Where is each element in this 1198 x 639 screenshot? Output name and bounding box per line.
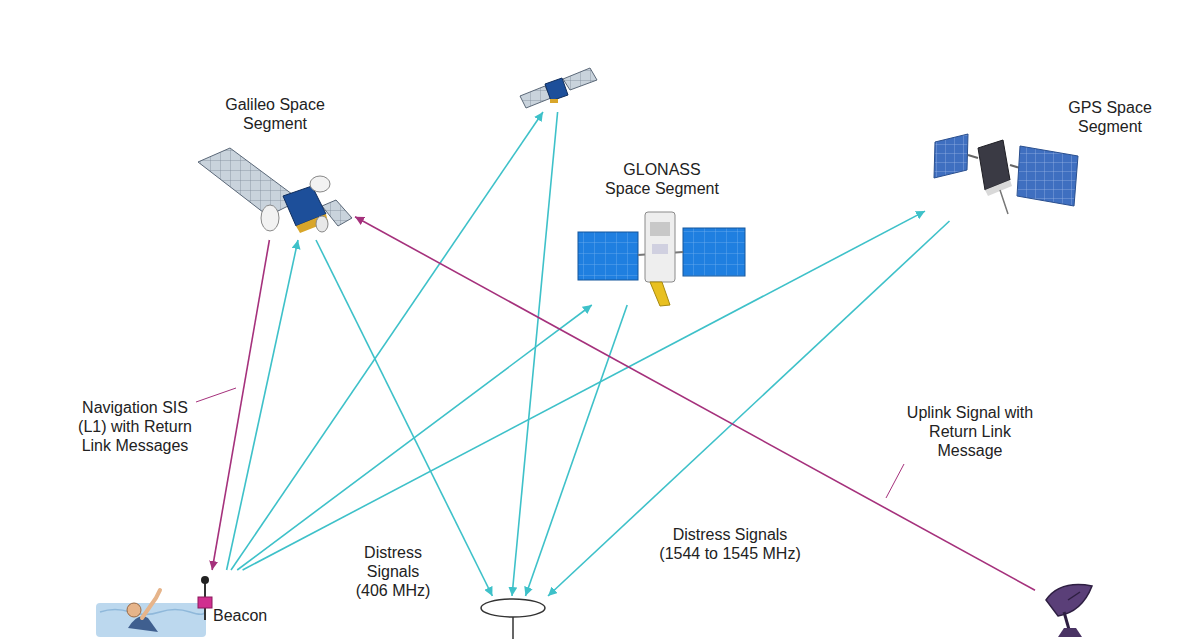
leader-line bbox=[196, 388, 236, 402]
signal-arrow bbox=[212, 240, 269, 570]
satellite-node: Galileo Space Segment bbox=[195, 95, 355, 240]
signal-label: Navigation SIS (L1) with Return Link Mes… bbox=[70, 398, 200, 456]
node-label: Beacon bbox=[213, 606, 267, 625]
signal-arrow bbox=[243, 211, 925, 570]
signal-label: Distress Signals (406 MHz) bbox=[352, 543, 434, 601]
leader-line bbox=[886, 464, 904, 498]
signal-arrow bbox=[355, 217, 1035, 591]
beacon-node: Beacon bbox=[95, 570, 270, 637]
satellite-node: GPS Space Segment bbox=[925, 96, 1185, 221]
signal-arrow bbox=[526, 305, 628, 596]
node-label: Galileo Space Segment bbox=[215, 95, 335, 133]
satellite-node bbox=[515, 62, 605, 112]
satellite-node: GLONASS Space Segment bbox=[572, 160, 752, 305]
ground-antenna bbox=[481, 599, 545, 639]
signal-arrow bbox=[316, 240, 492, 596]
signal-arrow bbox=[227, 240, 298, 570]
signal-label: Uplink Signal with Return Link Message bbox=[900, 403, 1040, 461]
signal-arrow bbox=[548, 221, 950, 596]
dish-node bbox=[1035, 580, 1105, 639]
signal-arrow bbox=[231, 112, 543, 570]
node-label: GLONASS Space Segment bbox=[600, 160, 724, 198]
glonass-satellite bbox=[578, 212, 745, 306]
antenna-node bbox=[478, 596, 548, 639]
gps-satellite bbox=[934, 134, 1078, 214]
galileo-satellite bbox=[198, 148, 352, 233]
uplink-dish bbox=[1046, 585, 1092, 637]
signal-label: Distress Signals (1544 to 1545 MHz) bbox=[655, 525, 805, 563]
beacon-figure bbox=[96, 576, 212, 637]
node-label: GPS Space Segment bbox=[1050, 98, 1170, 136]
satellite bbox=[520, 68, 597, 108]
